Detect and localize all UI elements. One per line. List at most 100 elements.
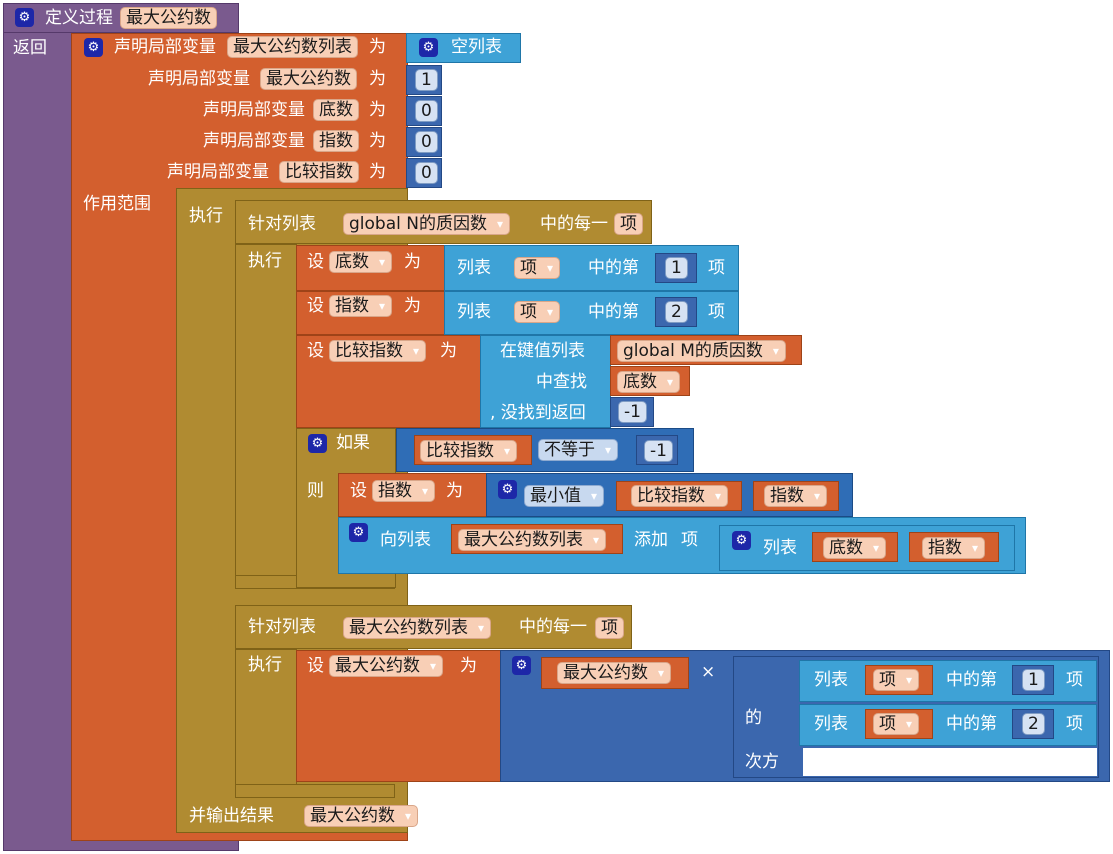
index-of-label: 中的第: [588, 258, 639, 278]
not-found-label: , 没找到返回: [490, 403, 586, 423]
set-variable-dropdown[interactable]: 最大公约数: [329, 655, 443, 677]
variable-dropdown[interactable]: 最大公约数列表: [458, 529, 606, 551]
local-name-field[interactable]: 最大公约数列表: [227, 36, 358, 58]
number-field[interactable]: 2: [665, 301, 688, 323]
item-dropdown[interactable]: 项: [514, 257, 560, 279]
local-name-field[interactable]: 最大公约数: [260, 68, 357, 90]
multiply-gear-icon[interactable]: ⚙: [512, 656, 531, 675]
as-label: 为: [369, 69, 386, 89]
number-field[interactable]: 2: [1022, 713, 1045, 735]
set-label: 设: [307, 252, 324, 272]
as-label: 为: [369, 162, 386, 182]
number-field[interactable]: 1: [665, 257, 688, 279]
as-label: 为: [369, 131, 386, 151]
local-name-field[interactable]: 比较指数: [279, 161, 359, 183]
loop-item-name[interactable]: 项: [595, 617, 624, 639]
to-label: 为: [404, 252, 421, 272]
result-label: 并输出结果: [189, 806, 274, 826]
declare-local-label: 声明局部变量: [167, 162, 269, 182]
lookup-in-pairs-block[interactable]: [480, 335, 611, 428]
item-label: 项: [708, 302, 725, 322]
variable-dropdown[interactable]: 底数: [617, 371, 680, 393]
set-variable-dropdown[interactable]: 指数: [372, 480, 435, 502]
set-variable-dropdown[interactable]: 指数: [329, 295, 392, 317]
set-label: 设: [350, 481, 367, 501]
loop-item-name[interactable]: 项: [614, 213, 643, 235]
empty-list-label: 空列表: [451, 37, 502, 57]
for-each-footer: [235, 784, 395, 798]
do-label: 执行: [248, 251, 282, 271]
index-of-label: 中的第: [588, 302, 639, 322]
variable-dropdown[interactable]: 比较指数: [420, 440, 517, 462]
find-label: 中查找: [536, 372, 587, 392]
for-each-body: [235, 244, 297, 589]
index-of-label: 中的第: [946, 670, 997, 690]
set-variable-dropdown[interactable]: 底数: [329, 251, 392, 273]
add-to-list-label: 向列表: [380, 530, 431, 550]
declare-local-label: 声明局部变量: [148, 69, 250, 89]
power-label: 次方: [745, 752, 779, 772]
set-variable-dropdown[interactable]: 比较指数: [329, 340, 426, 362]
number-field[interactable]: 1: [415, 69, 438, 91]
do-label: 执行: [189, 206, 223, 226]
local-name-field[interactable]: 指数: [313, 130, 359, 152]
to-label: 为: [404, 296, 421, 316]
item-label: 项: [708, 258, 725, 278]
number-field[interactable]: 0: [415, 162, 438, 184]
item-dropdown[interactable]: 项: [873, 713, 919, 735]
variable-dropdown[interactable]: 比较指数: [631, 485, 728, 507]
to-label: 为: [460, 656, 477, 676]
list-label: 列表: [763, 538, 797, 558]
each-item-label: 中的每一: [540, 214, 608, 234]
if-label: 如果: [336, 433, 370, 453]
list-label: 列表: [457, 258, 491, 278]
number-field[interactable]: 1: [1022, 669, 1045, 691]
global-n-dropdown[interactable]: global N的质因数: [343, 213, 510, 235]
then-label: 则: [307, 481, 324, 501]
variable-dropdown[interactable]: 指数: [764, 485, 827, 507]
item-dropdown[interactable]: 项: [514, 301, 560, 323]
each-item-label: 中的每一: [519, 617, 587, 637]
procedure-name-field[interactable]: 最大公约数: [120, 7, 217, 29]
make-list-gear-icon[interactable]: ⚙: [732, 531, 751, 550]
multiply-label: ×: [701, 662, 716, 682]
define-procedure-label: 定义过程: [45, 8, 113, 28]
as-label: 为: [369, 37, 386, 57]
select-list-item-block[interactable]: [444, 245, 739, 291]
index-of-label: 中的第: [946, 714, 997, 734]
list-variable-dropdown[interactable]: 最大公约数列表: [343, 617, 491, 639]
set-label: 设: [307, 656, 324, 676]
item-label: 项: [1066, 670, 1083, 690]
for-each-label: 针对列表: [248, 214, 316, 234]
local-name-field[interactable]: 底数: [313, 99, 359, 121]
variable-dropdown[interactable]: 最大公约数: [557, 662, 671, 684]
add-item-label: 项: [681, 530, 698, 550]
declare-local-label: 声明局部变量: [114, 37, 216, 57]
item-dropdown[interactable]: 项: [873, 669, 919, 691]
number-field[interactable]: 0: [415, 100, 438, 122]
declare-local-label: 声明局部变量: [203, 131, 305, 151]
variable-dropdown[interactable]: 指数: [922, 537, 985, 559]
local-mutator-gear-icon[interactable]: ⚙: [84, 38, 103, 57]
to-label: 为: [440, 341, 457, 361]
item-label: 项: [1066, 714, 1083, 734]
number-field[interactable]: 0: [415, 131, 438, 153]
variable-dropdown[interactable]: 底数: [823, 537, 886, 559]
min-dropdown[interactable]: 最小值: [524, 485, 604, 507]
number-field[interactable]: -1: [644, 440, 673, 462]
of-label: 的: [745, 708, 762, 728]
add-to-list-gear-icon[interactable]: ⚙: [349, 523, 368, 542]
if-gear-icon[interactable]: ⚙: [308, 434, 327, 453]
declare-local-label: 声明局部变量: [203, 100, 305, 120]
result-variable-dropdown[interactable]: 最大公约数: [304, 805, 418, 827]
number-field[interactable]: -1: [618, 401, 647, 423]
compare-operator-dropdown[interactable]: 不等于: [538, 439, 618, 461]
list-label: 列表: [457, 302, 491, 322]
to-label: 为: [446, 481, 463, 501]
empty-list-gear-icon[interactable]: ⚙: [419, 38, 438, 57]
list-label: 列表: [814, 714, 848, 734]
mutator-gear-icon[interactable]: ⚙: [15, 8, 34, 27]
for-each-label: 针对列表: [248, 617, 316, 637]
global-m-dropdown[interactable]: global M的质因数: [617, 340, 786, 362]
min-gear-icon[interactable]: ⚙: [498, 480, 517, 499]
